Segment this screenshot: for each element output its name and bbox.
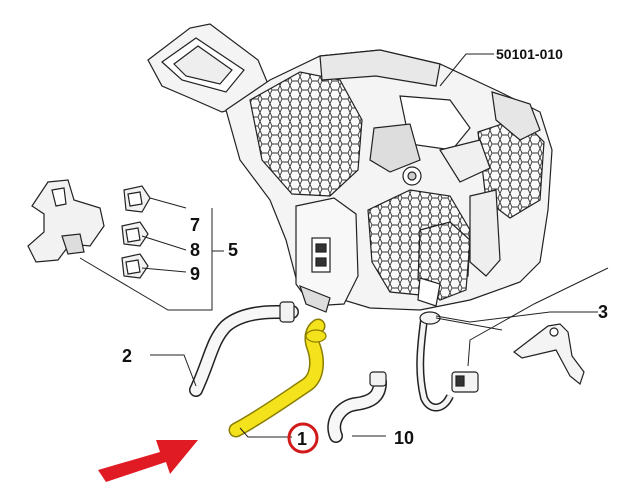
leader-lines: [79, 53, 609, 438]
part-number-label: 50101-010: [496, 46, 563, 62]
heater-unit-assembly: [147, 23, 553, 313]
callout-2: 2: [122, 346, 132, 366]
callout-7: 7: [190, 215, 200, 235]
callout-10: 10: [394, 428, 414, 448]
hose-2: [189, 301, 299, 397]
red-arrow-indicator: [98, 440, 198, 482]
mounting-bracket: [27, 179, 105, 263]
callout-1-circle: [287, 422, 319, 454]
blower-honeycomb: [249, 71, 363, 197]
hose-1-highlighted: [228, 318, 327, 438]
callout-8: 8: [190, 240, 200, 260]
callout-3: 3: [598, 302, 608, 322]
callout-1: 1: [297, 429, 307, 449]
callout-9: 9: [190, 264, 200, 284]
hose-10: [327, 371, 387, 443]
drain-and-sensor: [416, 311, 479, 412]
callout-5: 5: [228, 240, 238, 260]
sensor-3: [513, 323, 585, 386]
bracket-group: [27, 179, 151, 279]
